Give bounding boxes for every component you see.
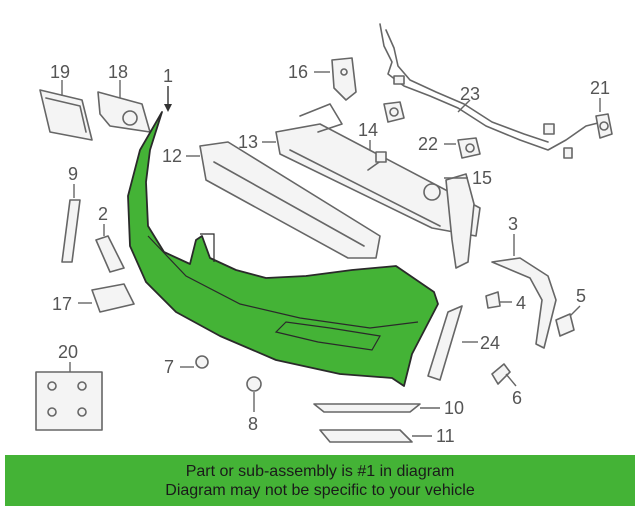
parts-diagram: 1 2 3 4 5 6 7 8 9 10 11 12 13 14 15 16 1… [35,23,613,446]
part-4-bolt[interactable] [485,291,512,309]
part-11-grille[interactable] [319,429,432,443]
part-23-wiring-harness[interactable] [379,23,603,159]
callout-8: 8 [248,414,258,434]
callout-3: 3 [508,214,518,234]
callout-17: 17 [52,294,72,314]
part-22-sensor[interactable] [444,137,481,159]
callout-18: 18 [108,62,128,82]
part-10-molding[interactable] [313,403,440,413]
part-2-reflector[interactable] [95,224,125,273]
part-18-fog-lamp[interactable] [97,80,151,133]
callout-14: 14 [358,120,378,140]
callout-16: 16 [288,62,308,82]
callout-10: 10 [444,398,464,418]
callout-11: 11 [436,426,455,446]
part-9-strip[interactable] [61,184,81,263]
part-1-bumper-cover[interactable] [127,86,439,387]
callout-23: 23 [460,84,480,104]
callout-5: 5 [576,286,586,306]
part-12-absorber[interactable] [186,141,381,259]
part-14-bolt[interactable] [367,140,387,171]
callout-24: 24 [480,333,500,353]
callout-6: 6 [512,388,522,408]
part-16-bracket[interactable] [314,57,357,101]
callout-13: 13 [238,132,258,152]
callout-7: 7 [164,357,174,377]
callout-9: 9 [68,164,78,184]
part-8-fastener[interactable] [246,376,262,412]
part-3-bracket[interactable] [491,234,557,349]
callout-20: 20 [58,342,78,362]
callout-19: 19 [50,62,70,82]
callout-2: 2 [98,204,108,224]
callout-22: 22 [418,134,438,154]
part-24-trim[interactable] [427,305,478,381]
part-15-retainer[interactable] [423,173,475,269]
part-20-fastener-kit[interactable] [35,362,103,431]
callout-4: 4 [516,293,526,313]
info-banner: Part or sub-assembly is #1 in diagram Di… [5,455,635,506]
part-21-sensor[interactable] [595,98,613,139]
part-6-clip[interactable] [491,363,517,387]
sensor-holder[interactable] [383,101,405,123]
callout-15: 15 [472,168,492,188]
banner-line-1: Part or sub-assembly is #1 in diagram [185,462,455,480]
callout-21: 21 [590,78,610,98]
part-17-bracket[interactable] [78,283,135,313]
part-5-clip[interactable] [555,305,581,337]
callout-12: 12 [162,146,182,166]
part-19-lens[interactable] [39,80,93,141]
part-13-reinforcement[interactable] [262,103,481,237]
part-7-screw[interactable] [180,355,209,369]
callout-1: 1 [163,66,173,86]
banner-line-2: Diagram may not be specific to your vehi… [165,481,475,499]
